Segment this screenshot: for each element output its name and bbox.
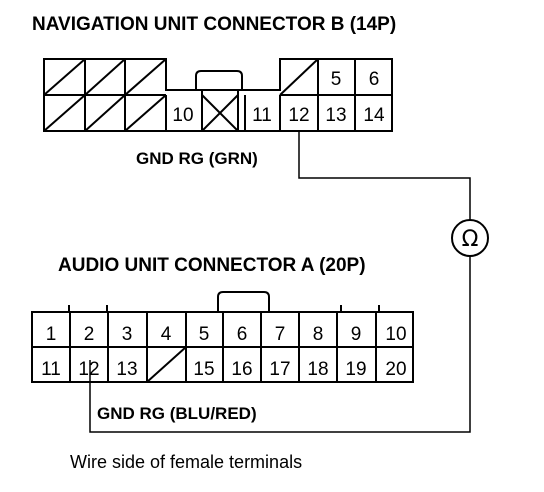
nav-connector-title: NAVIGATION UNIT CONNECTOR B (14P) bbox=[32, 14, 396, 35]
nav-unused-cell-hatch bbox=[84, 58, 126, 96]
nav-pin-13: 13 bbox=[325, 105, 346, 126]
nav-pin-14: 14 bbox=[363, 105, 385, 126]
nav-pin-12: 12 bbox=[288, 105, 309, 126]
audio-pin-12: 12 bbox=[78, 359, 99, 380]
audio-pin-17: 17 bbox=[269, 359, 290, 380]
nav-latch-cross bbox=[201, 94, 239, 132]
audio-pin-7: 7 bbox=[275, 324, 286, 345]
audio-pin-6: 6 bbox=[237, 324, 248, 345]
audio-unused-cell-hatch bbox=[146, 346, 187, 383]
nav-pin-10: 10 bbox=[172, 105, 193, 126]
audio-connector-latch bbox=[217, 291, 270, 312]
audio-pin-19: 19 bbox=[345, 359, 366, 380]
nav-unused-cell-hatch bbox=[124, 58, 167, 96]
nav-unused-cell-hatch bbox=[43, 58, 86, 96]
audio-pin-13: 13 bbox=[116, 359, 137, 380]
audio-cell-dividers bbox=[69, 312, 377, 382]
nav-wire-label: GND RG (GRN) bbox=[136, 149, 258, 168]
nav-unused-cell-hatch bbox=[84, 94, 126, 132]
ohmmeter-circle bbox=[451, 219, 489, 257]
nav-pin-11: 11 bbox=[252, 105, 272, 126]
audio-pin-10: 10 bbox=[385, 324, 406, 345]
ohmmeter: Ω bbox=[451, 219, 489, 257]
nav-unused-cell-hatch bbox=[279, 58, 319, 96]
audio-pin-16: 16 bbox=[231, 359, 252, 380]
audio-pin-20: 20 bbox=[385, 359, 406, 380]
nav-pin-6: 6 bbox=[369, 69, 380, 90]
audio-connector-title: AUDIO UNIT CONNECTOR A (20P) bbox=[58, 255, 366, 276]
nav-connector bbox=[43, 58, 393, 132]
audio-pin-9: 9 bbox=[351, 324, 362, 345]
nav-unused-cell-hatch bbox=[124, 94, 167, 132]
ohm-icon: Ω bbox=[462, 227, 479, 252]
audio-pin-2: 2 bbox=[84, 324, 95, 345]
nav-pin-5: 5 bbox=[331, 69, 342, 90]
audio-pin-3: 3 bbox=[122, 324, 133, 345]
audio-wire-label: GND RG (BLU/RED) bbox=[97, 404, 257, 423]
audio-bottom-pins: 11 12 13 15 16 17 18 19 20 bbox=[41, 359, 406, 380]
probe-wire-audio bbox=[89, 256, 471, 433]
audio-top-pins: 1 2 3 4 5 6 7 8 9 10 bbox=[46, 324, 407, 345]
probe-wire-nav bbox=[298, 131, 471, 220]
audio-pin-5: 5 bbox=[199, 324, 210, 345]
audio-pin-18: 18 bbox=[307, 359, 328, 380]
audio-pin-11: 11 bbox=[41, 359, 61, 380]
test-leads bbox=[89, 131, 471, 433]
nav-unused-cell-hatch bbox=[43, 94, 86, 132]
diagram-caption: Wire side of female terminals bbox=[70, 452, 302, 472]
nav-connector-latch bbox=[195, 70, 243, 90]
audio-pin-8: 8 bbox=[313, 324, 324, 345]
audio-pin-1: 1 bbox=[46, 324, 57, 345]
nav-connector-outline bbox=[43, 58, 393, 132]
audio-pin-4: 4 bbox=[161, 324, 172, 345]
audio-pin-15: 15 bbox=[193, 359, 214, 380]
